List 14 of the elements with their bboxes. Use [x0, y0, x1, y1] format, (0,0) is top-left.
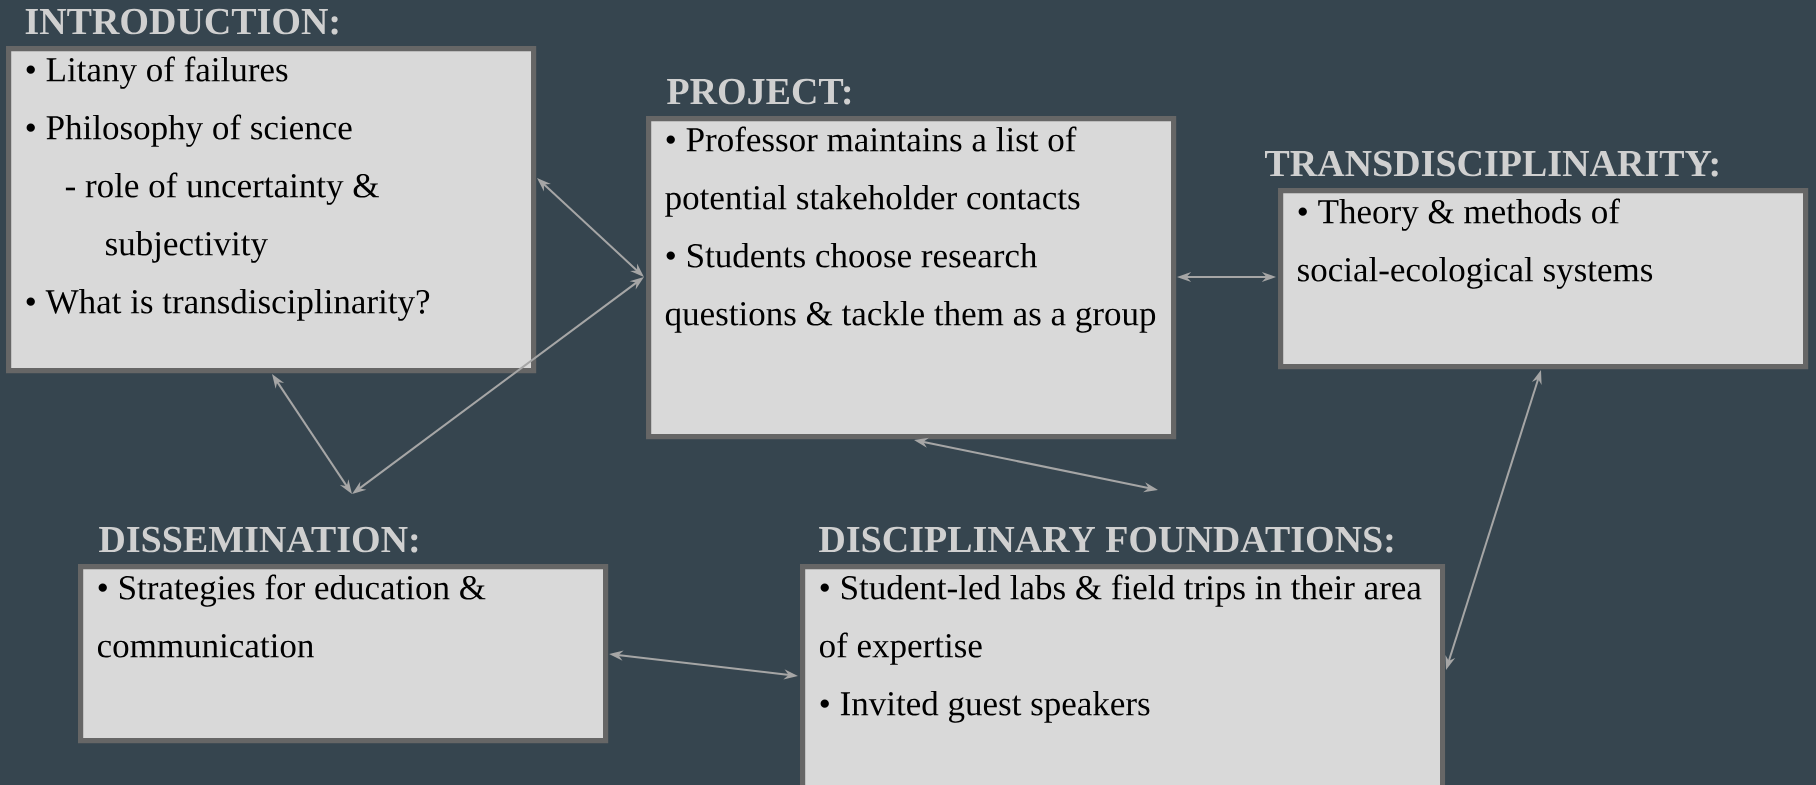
heading: DISCIPLINARY FOUNDATIONS:	[819, 526, 1393, 553]
node-label: • What is transdisciplinarity?	[26, 288, 430, 321]
node-label: - role of uncertainty & subjectivity	[65, 172, 379, 263]
heading: DISSEMINATION:	[99, 526, 418, 553]
text-box: • Litany of failures • Philosophy of science - role of uncertainty & subjectivity • What is transdisciplinarity?	[6, 46, 537, 374]
heading: TRANSDISCIPLINARITY:	[1265, 150, 1718, 177]
heading: PROJECT:	[667, 78, 851, 105]
text-box: • Student-led labs & field trips in their area of expertise • Invited guest speakers	[800, 564, 1446, 785]
text-box: • Professor maintains a list of potential stakeholder contacts • Students choose research questions & tackle them as a group	[646, 116, 1177, 440]
node-label: • Philosophy of science	[26, 114, 352, 147]
text-box: • Theory & methods of social-ecological systems	[1278, 188, 1809, 370]
node-label: • Litany of failures	[26, 56, 288, 89]
heading: INTRODUCTION:	[25, 8, 338, 35]
text-box: • Strategies for education & communication	[78, 564, 609, 744]
